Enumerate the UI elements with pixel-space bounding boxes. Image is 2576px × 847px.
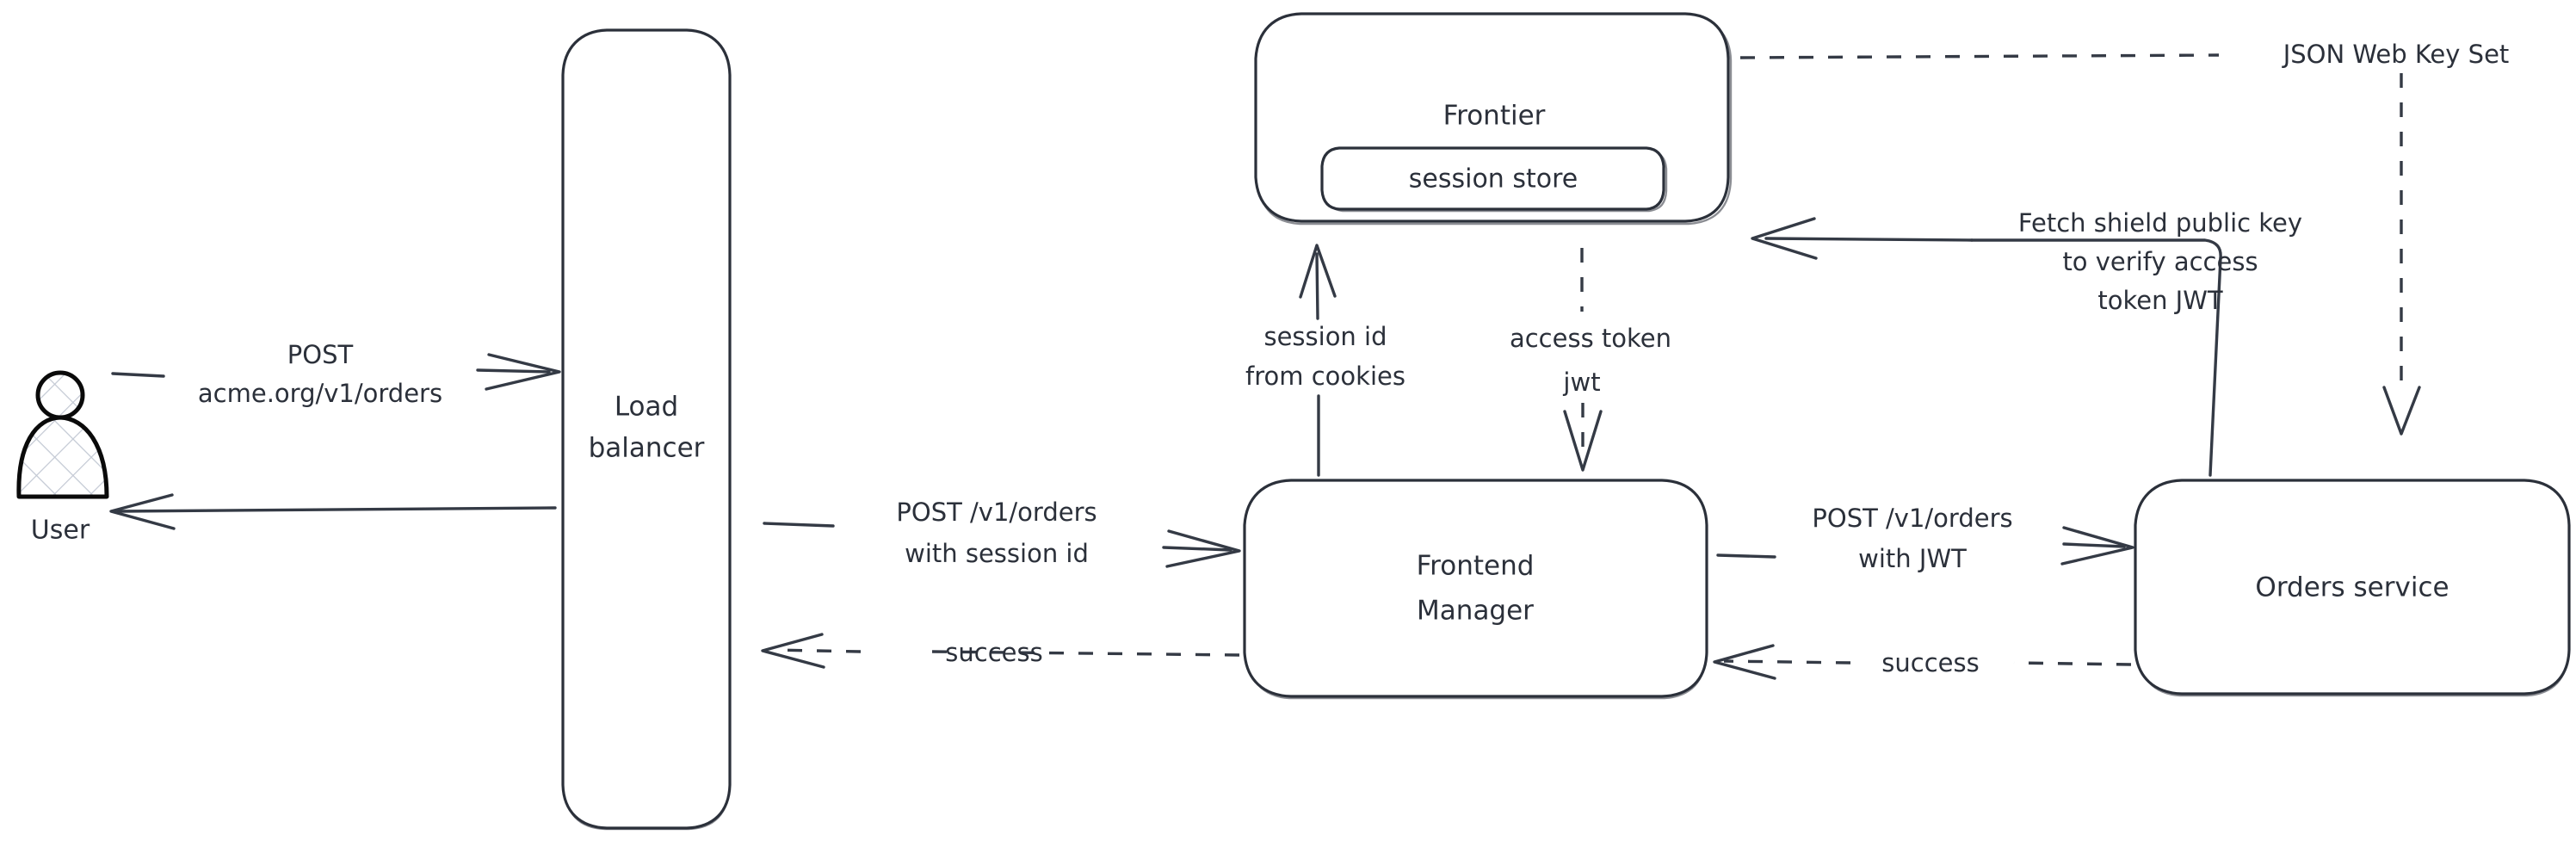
edge-frontier-to-orders-service-jwks: JSON Web Key Set — [1739, 40, 2510, 436]
edge-fm-lb-arrowhead-icon — [761, 633, 825, 669]
edge-orders-frontier-line — [1764, 237, 1974, 242]
edge-orders-frontier-label-line1: Fetch shield public key — [2018, 208, 2302, 238]
node-orders-service[interactable]: Orders service — [2134, 479, 2571, 697]
edge-orders-service-to-frontier: Fetch shield public key to verify access… — [1751, 208, 2302, 477]
load-balancer-label-line2: balancer — [589, 433, 705, 464]
load-balancer-label-line1: Load — [615, 392, 678, 423]
edge-lb-fm-line — [1162, 546, 1232, 552]
frontend-manager-box — [1243, 479, 1708, 698]
load-balancer-box — [561, 28, 732, 830]
edge-jwks-label: JSON Web Key Set — [2282, 40, 2510, 69]
edge-lb-fm-label-line1: POST /v1/orders — [896, 498, 1096, 527]
edge-fm-orders-label-line1: POST /v1/orders — [1812, 504, 2012, 533]
node-frontend-manager[interactable]: Frontend Manager — [1243, 479, 1708, 700]
edge-user-lb-arrowhead-icon — [485, 353, 561, 391]
edge-orders-frontier-elbow — [1970, 238, 2222, 260]
edge-user-to-load-balancer: POST acme.org/v1/orders — [111, 340, 561, 408]
edge-lb-user-line — [116, 506, 557, 513]
edge-lb-fm-arrowhead-icon — [1165, 529, 1241, 568]
edge-load-balancer-to-frontend-manager: POST /v1/orders with session id — [763, 498, 1241, 568]
frontier-label: Frontier — [1443, 101, 1546, 132]
edge-fm-orders-arrowhead-icon — [2060, 526, 2134, 566]
edge-frontier-fm-label-line1: access token — [1510, 324, 1671, 353]
actor-user-label: User — [31, 516, 90, 546]
edge-orders-service-to-frontend-manager: success — [1713, 644, 2132, 680]
edge-lb-fm-label-line2: with session id — [905, 539, 1089, 568]
edge-frontend-manager-to-load-balancer: success — [761, 633, 1240, 669]
frontend-manager-label-line1: Frontend — [1417, 551, 1535, 582]
session-store-box — [1320, 146, 1665, 211]
edge-fm-lb-line-right — [930, 650, 1240, 657]
edge-orders-frontier-vertical — [2208, 257, 2222, 477]
edge-orders-fm-label: success — [1881, 648, 1979, 677]
orders-service-label: Orders service — [2255, 572, 2449, 603]
edge-fm-orders-line — [2062, 542, 2126, 548]
edge-orders-fm-line-right — [2013, 661, 2132, 666]
edge-user-lb-stub — [111, 372, 165, 378]
session-store-label: session store — [1409, 164, 1578, 195]
edge-fm-orders-label-line2: with JWT — [1858, 544, 1967, 573]
edge-frontend-manager-to-orders-service: POST /v1/orders with JWT — [1716, 504, 2134, 573]
edge-orders-fm-line-left — [1723, 659, 1851, 665]
orders-service-box — [2134, 479, 2571, 696]
actor-user[interactable]: User — [16, 370, 109, 546]
edge-fm-frontier-label-line2: from cookies — [1245, 362, 1405, 391]
frontend-manager-label-line2: Manager — [1417, 596, 1534, 627]
edge-fm-orders-stub — [1716, 553, 1776, 559]
edge-orders-frontier-label-line3: token JWT — [2097, 286, 2223, 315]
edge-jwks-arrowhead-icon — [2382, 386, 2421, 436]
edge-lb-fm-stub — [763, 522, 835, 528]
edge-orders-fm-arrowhead-icon — [1713, 644, 1776, 680]
edge-fm-frontier-line-upper — [1315, 252, 1319, 320]
node-session-store[interactable]: session store — [1320, 146, 1668, 213]
edge-user-lb-line — [476, 368, 551, 374]
edge-frontend-manager-to-frontier: session id from cookies — [1245, 244, 1405, 477]
edge-frontier-fm-label-line2: jwt — [1562, 368, 1600, 397]
user-body-icon — [16, 415, 109, 499]
edge-lb-user-arrowhead-icon — [109, 493, 176, 530]
edge-orders-frontier-arrowhead-icon — [1751, 217, 1818, 260]
node-load-balancer[interactable]: Load balancer — [561, 28, 732, 831]
user-head-icon — [35, 370, 85, 420]
edge-frontier-to-frontend-manager: access token jwt — [1510, 248, 1671, 472]
edge-frontier-fm-arrowhead-icon — [1563, 410, 1603, 472]
edge-orders-frontier-label-line2: to verify access — [2062, 247, 2258, 276]
edge-user-lb-label-line2: acme.org/v1/orders — [198, 379, 442, 408]
edge-fm-frontier-arrowhead-icon — [1299, 244, 1337, 299]
node-frontier[interactable]: Frontier session store — [1254, 12, 1733, 226]
edge-jwks-horizontal — [1739, 53, 2220, 59]
edge-user-lb-label-line1: POST — [287, 340, 354, 369]
edge-fm-frontier-label-line1: session id — [1263, 322, 1387, 351]
edge-load-balancer-to-user — [109, 493, 557, 530]
edge-fm-lb-label: success — [945, 638, 1042, 667]
